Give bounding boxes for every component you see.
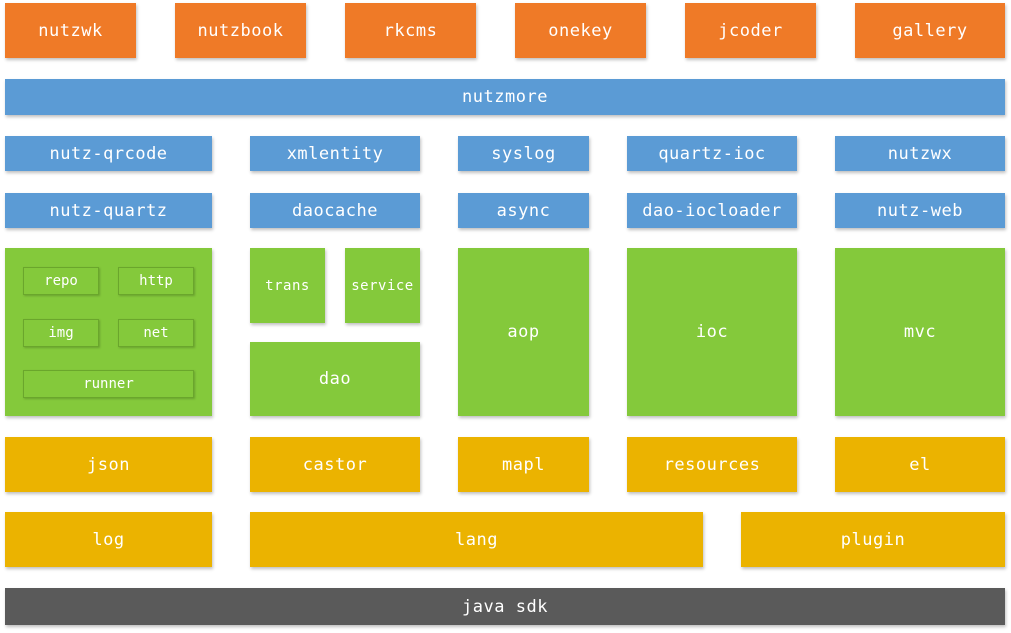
plugin-daocache: daocache xyxy=(250,193,420,228)
app-jcoder: jcoder xyxy=(685,3,816,58)
base-log: log xyxy=(5,512,212,567)
base-resources: resources xyxy=(627,437,797,492)
module-img: img xyxy=(23,319,99,347)
module-net: net xyxy=(118,319,194,347)
plugin-quartz-ioc: quartz-ioc xyxy=(627,136,797,171)
base-castor: castor xyxy=(250,437,420,492)
base-el: el xyxy=(835,437,1005,492)
plugin-nutz-quartz: nutz-quartz xyxy=(5,193,212,228)
java-sdk-bar: java sdk xyxy=(5,588,1005,625)
app-nutzbook: nutzbook xyxy=(175,3,306,58)
plugin-nutz-qrcode: nutz-qrcode xyxy=(5,136,212,171)
plugin-async: async xyxy=(458,193,589,228)
plugin-nutz-web: nutz-web xyxy=(835,193,1005,228)
module-runner: runner xyxy=(23,370,194,398)
module-mvc: mvc xyxy=(835,248,1005,416)
nutzmore-bar: nutzmore xyxy=(5,79,1005,115)
plugin-dao-iocloader: dao-iocloader xyxy=(627,193,797,228)
module-ioc: ioc xyxy=(627,248,797,416)
module-dao: dao xyxy=(250,342,420,416)
plugin-xmlentity: xmlentity xyxy=(250,136,420,171)
base-json: json xyxy=(5,437,212,492)
plugin-nutzwx: nutzwx xyxy=(835,136,1005,171)
app-gallery: gallery xyxy=(855,3,1005,58)
module-http: http xyxy=(118,267,194,295)
module-aop: aop xyxy=(458,248,589,416)
app-rkcms: rkcms xyxy=(345,3,476,58)
app-nutzwk: nutzwk xyxy=(5,3,136,58)
base-plugin: plugin xyxy=(741,512,1005,567)
app-onekey: onekey xyxy=(515,3,646,58)
module-repo: repo xyxy=(23,267,99,295)
module-trans: trans xyxy=(250,248,325,323)
module-service: service xyxy=(345,248,420,323)
base-lang: lang xyxy=(250,512,703,567)
base-mapl: mapl xyxy=(458,437,589,492)
plugin-syslog: syslog xyxy=(458,136,589,171)
